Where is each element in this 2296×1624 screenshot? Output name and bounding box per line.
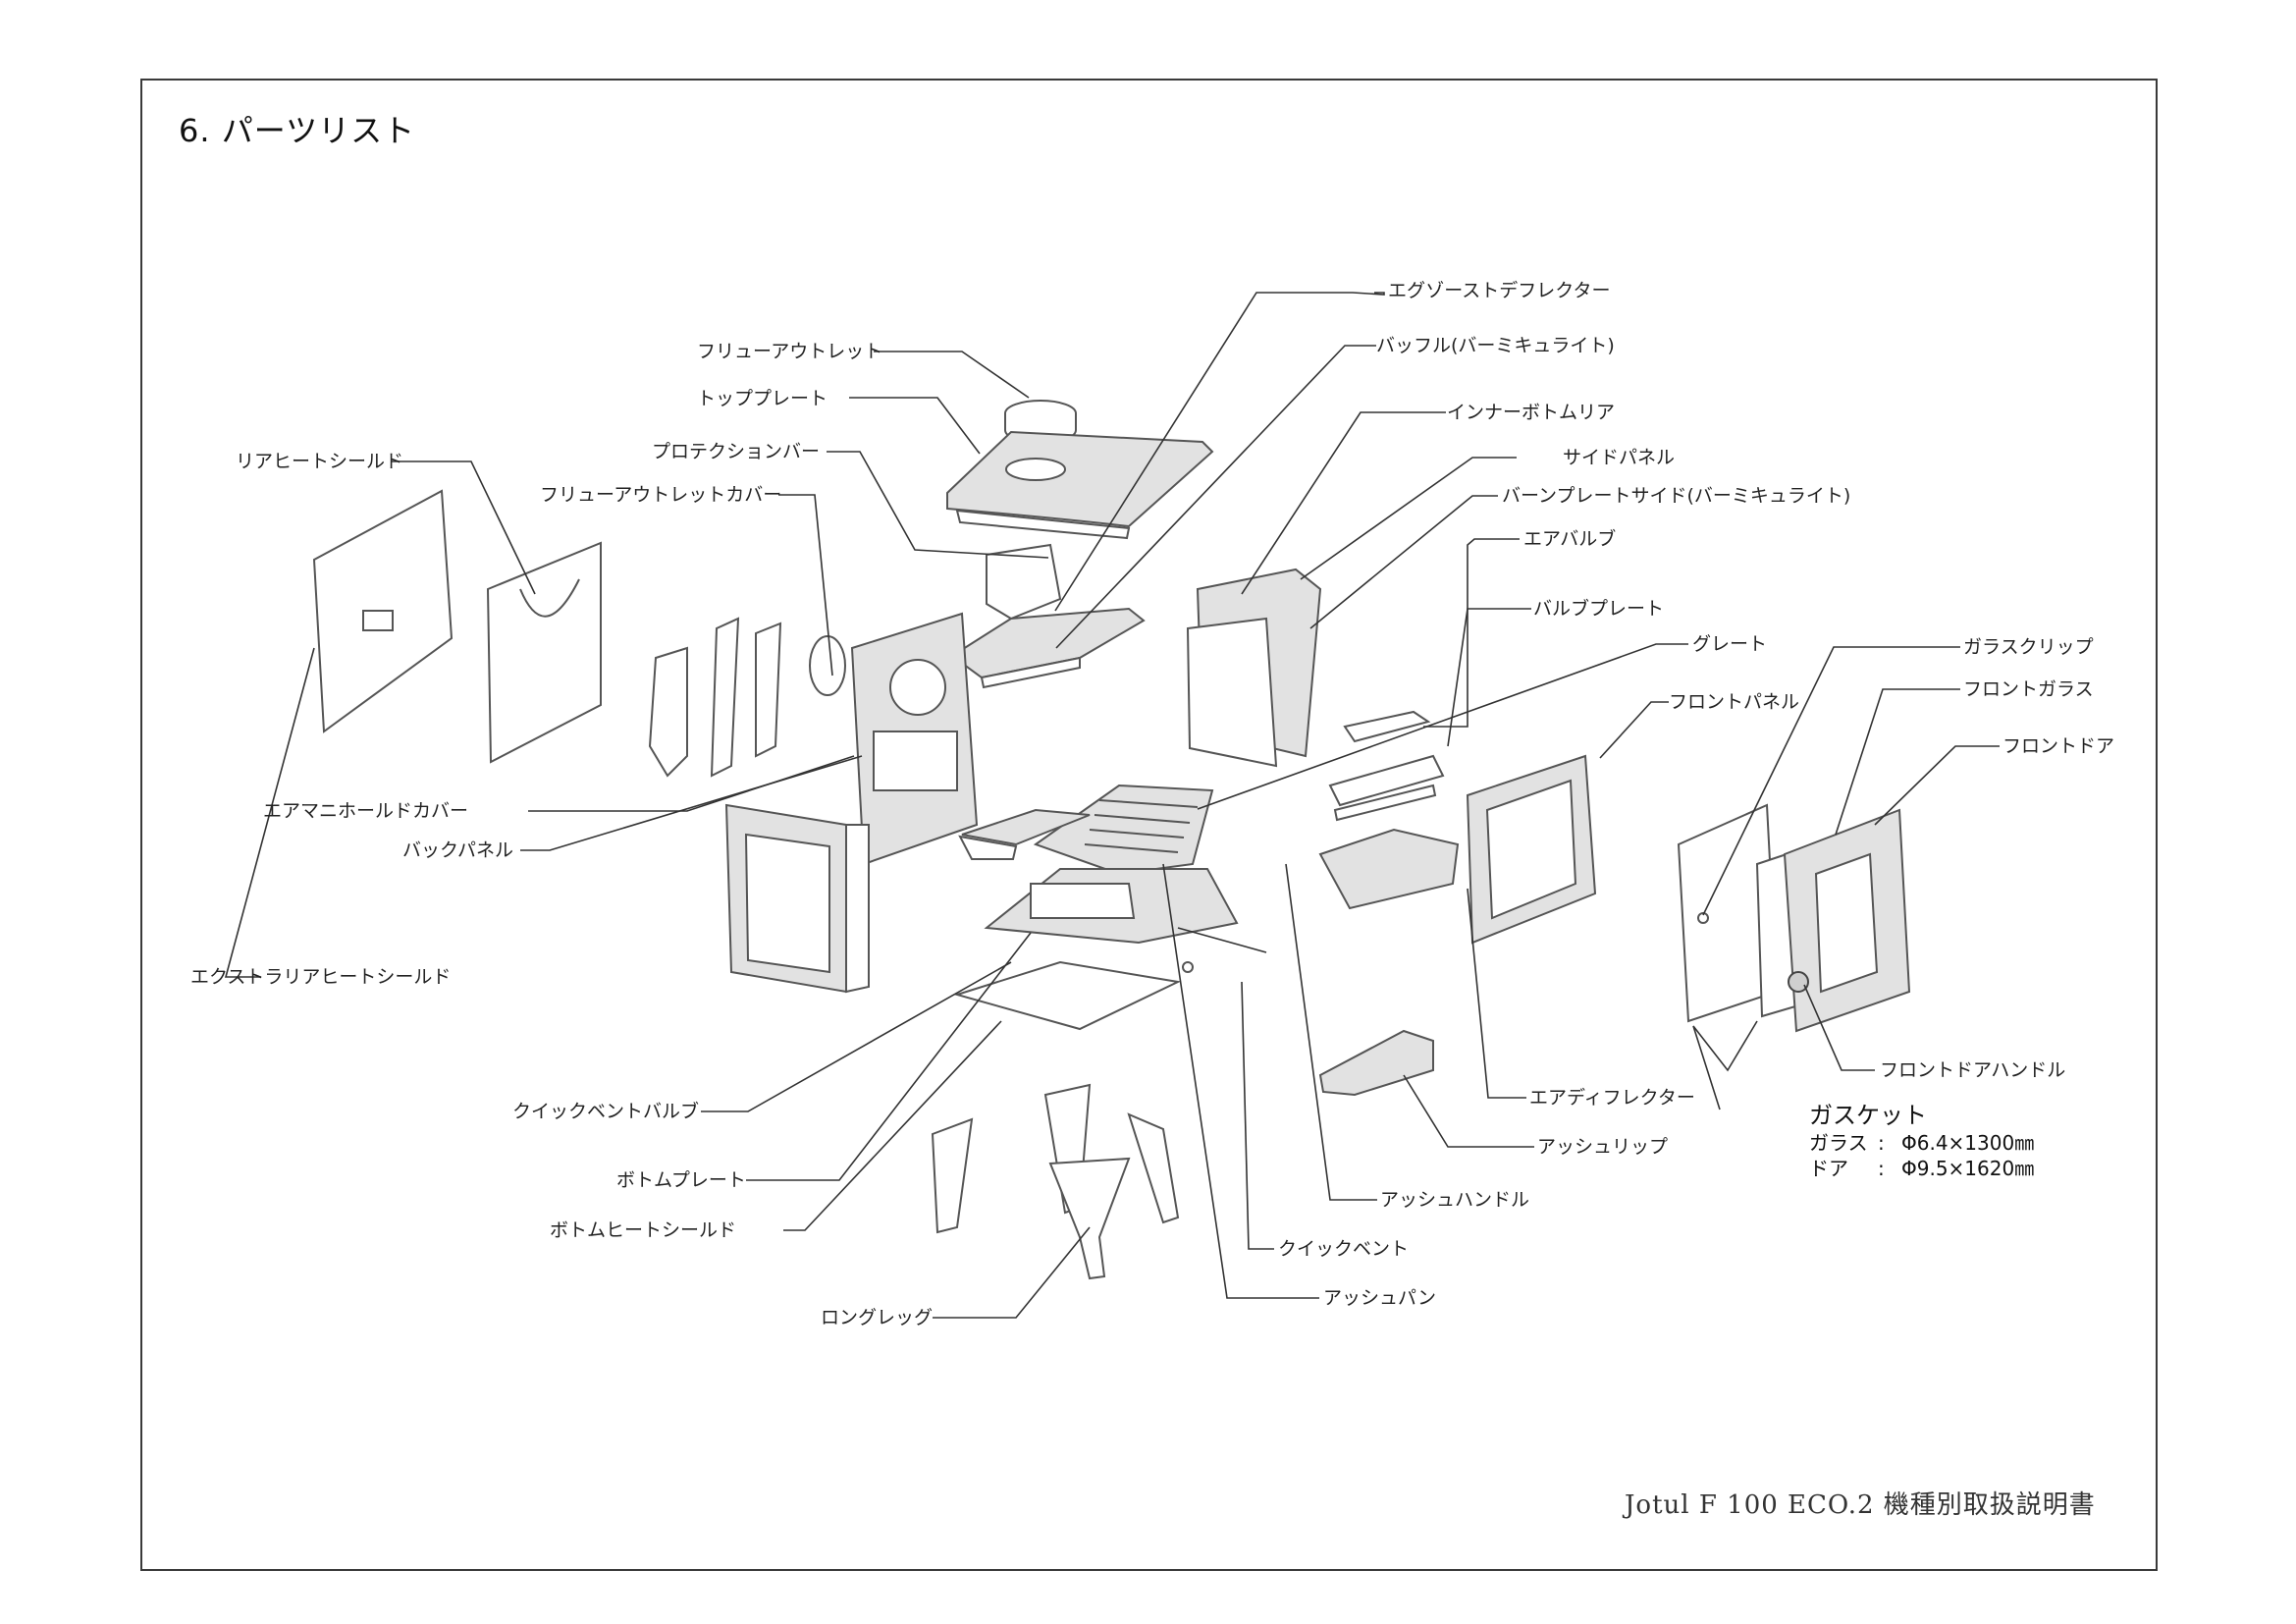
long-legs-part bbox=[931, 1083, 1180, 1280]
label-air-valve: エアバルブ bbox=[1523, 528, 1617, 550]
side-panel-part bbox=[1186, 568, 1322, 768]
rear-heat-shield-part bbox=[312, 489, 454, 733]
front-panel-frame-part bbox=[1466, 754, 1597, 945]
label-top-plate: トッププレート bbox=[697, 388, 828, 409]
label-quick-vent-valve: クイックベントバルブ bbox=[512, 1101, 700, 1122]
label-burn-plate-side: バーンプレートサイド(バーミキュライト) bbox=[1502, 485, 1851, 507]
label-bottom-plate: ボトムプレート bbox=[616, 1169, 746, 1191]
gasket-door-value: Φ9.5×1620㎜ bbox=[1901, 1157, 2035, 1180]
ash-lip-part bbox=[1318, 1029, 1434, 1097]
back-panel-part bbox=[850, 612, 979, 866]
label-flue-outlet-cover: フリューアウトレットカバー bbox=[540, 484, 782, 506]
label-front-glass: フロントガラス bbox=[1963, 678, 2094, 700]
label-baffle: バッフル(バーミキュライト) bbox=[1376, 335, 1615, 356]
label-inner-bottom-rear: インナーボトムリア bbox=[1447, 402, 1616, 423]
gasket-title: ガスケット bbox=[1809, 1102, 1927, 1129]
label-ash-handle: アッシュハンドル bbox=[1380, 1189, 1530, 1211]
label-quick-vent: クイックベント bbox=[1278, 1238, 1410, 1260]
quick-vent-part bbox=[1177, 927, 1267, 973]
gasket-spec: ガスケット ガラス: Φ6.4×1300㎜ ドア: Φ9.5×1620㎜ bbox=[1809, 1101, 2034, 1181]
label-exhaust-deflector: エグゾーストデフレクター bbox=[1388, 280, 1611, 301]
baffle-part bbox=[950, 607, 1146, 689]
label-extra-rear-heat-shield: エクストラリアヒートシールド bbox=[190, 966, 452, 988]
gasket-glass-value: Φ6.4×1300㎜ bbox=[1901, 1131, 2035, 1155]
front-panel-part bbox=[724, 803, 870, 994]
label-protection-bar: プロテクションバー bbox=[652, 441, 821, 462]
label-rear-heat-shield: リアヒートシールド bbox=[236, 451, 404, 472]
manual-footer: Jotul F 100 ECO.2 機種別取扱説明書 bbox=[1625, 1490, 2096, 1520]
label-front-panel: フロントパネル bbox=[1669, 691, 1800, 713]
label-long-leg: ロングレッグ bbox=[821, 1307, 934, 1328]
air-deflector-part bbox=[1318, 828, 1460, 910]
bottom-plate-part bbox=[984, 868, 1239, 945]
label-flue-outlet: フリューアウトレット bbox=[697, 341, 883, 362]
valve-plate-part bbox=[1328, 754, 1445, 822]
label-front-door: フロントドア bbox=[2002, 735, 2115, 757]
label-ash-pan: アッシュパン bbox=[1323, 1287, 1436, 1309]
label-air-manifold-cover: エアマニホールドカバー bbox=[263, 800, 469, 822]
label-air-deflector: エアディフレクター bbox=[1529, 1087, 1695, 1109]
label-ash-lip: アッシュリップ bbox=[1537, 1136, 1669, 1158]
leader-lines bbox=[224, 292, 2000, 1319]
top-plate-part bbox=[946, 430, 1214, 540]
label-glass-clip: ガラスクリップ bbox=[1963, 636, 2094, 658]
label-back-panel: バックパネル bbox=[402, 839, 514, 861]
label-side-panel: サイドパネル bbox=[1563, 447, 1676, 468]
label-front-door-handle: フロントドアハンドル bbox=[1880, 1059, 2066, 1081]
section-title: 6. パーツリスト bbox=[179, 112, 416, 149]
ash-pan-part bbox=[958, 808, 1091, 860]
gasket-door-separator: : bbox=[1878, 1157, 1885, 1180]
gasket-glass-label: ガラス bbox=[1809, 1131, 1868, 1155]
gasket-glass-row: ガラス: Φ6.4×1300㎜ bbox=[1809, 1130, 2034, 1156]
air-manifold-parts bbox=[648, 617, 846, 778]
page-frame bbox=[140, 79, 2158, 1571]
gasket-door-row: ドア: Φ9.5×1620㎜ bbox=[1809, 1156, 2034, 1181]
extra-rear-heat-shield-part bbox=[486, 541, 602, 764]
air-valve-part bbox=[1343, 710, 1431, 743]
label-grate: グレート bbox=[1692, 633, 1768, 655]
label-valve-plate: バルブプレート bbox=[1533, 598, 1665, 620]
bottom-heat-shield-part bbox=[953, 960, 1182, 1031]
gasket-door-label: ドア bbox=[1809, 1157, 1848, 1180]
label-bottom-heat-shield: ボトムヒートシールド bbox=[550, 1219, 737, 1241]
grate-part bbox=[1033, 784, 1214, 876]
gasket-glass-separator: : bbox=[1878, 1131, 1885, 1155]
front-door-part bbox=[1783, 808, 1911, 1033]
exhaust-deflector-part bbox=[986, 543, 1062, 621]
